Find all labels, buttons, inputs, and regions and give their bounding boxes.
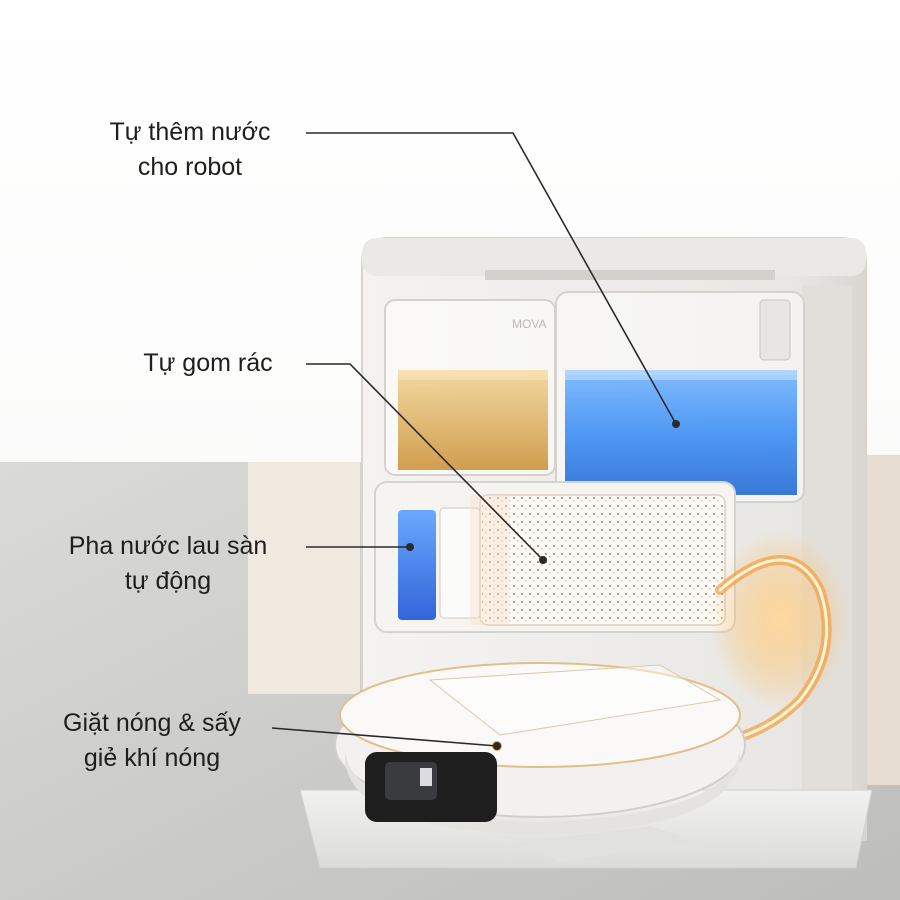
callout-auto-mix-line1: Pha nước lau sàn [68,532,268,560]
callout-hot-wash-dry-line1: Giặt nóng & sấy [63,709,241,737]
leader-wash [271,727,498,747]
callout-water-refill-line1: Tự thêm nước [109,118,271,146]
callout-leaders [271,132,680,750]
callout-auto-mix: Pha nước lau sàn tự động [48,529,288,599]
mixing-module [374,481,736,633]
callout-dust-collect-line1: Tự gom rác [143,349,273,377]
robot-vacuum [334,662,746,835]
callout-water-refill-line2: cho robot [137,153,243,181]
callout-hot-wash-dry-line2: giẻ khí nóng [83,744,221,772]
leader-water [306,132,677,425]
left-tank: MOVA [384,299,556,476]
leader-dust [306,363,544,561]
side-cabinet-left [248,462,360,694]
brand-mark: MOVA [512,317,546,331]
callout-auto-mix-line2: tự động [124,567,212,595]
clean-water-tank [555,291,805,503]
callout-hot-wash-dry: Giặt nóng & sấy giẻ khí nóng [44,706,260,776]
callout-dust-collect: Tự gom rác [128,346,288,381]
callout-water-refill: Tự thêm nước cho robot [92,115,288,185]
